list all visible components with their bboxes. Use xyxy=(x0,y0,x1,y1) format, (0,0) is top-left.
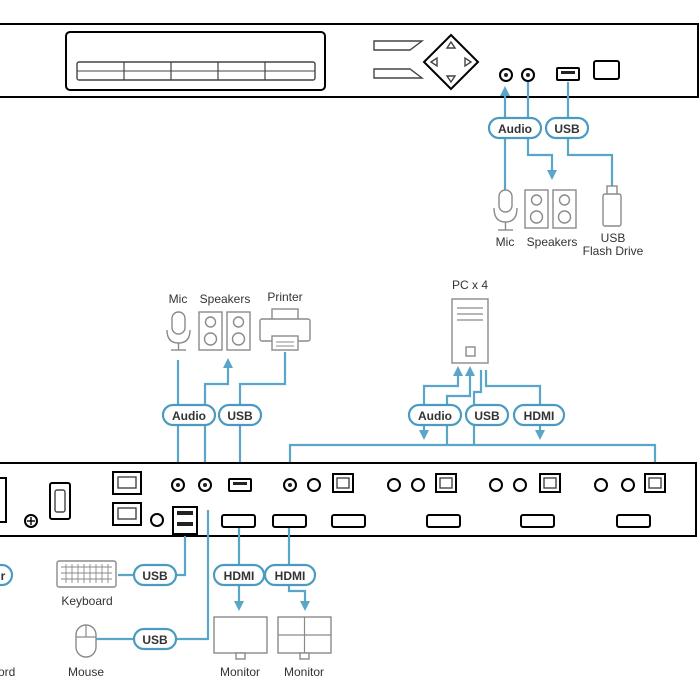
pc-usb-pill: USB xyxy=(464,403,510,427)
usb-flash-label-line2: Flash Drive xyxy=(583,244,644,258)
front-audio-jack-hole xyxy=(526,73,530,77)
rj45-port xyxy=(112,471,142,495)
pc-hdmi-pill: HDMI xyxy=(512,403,566,427)
pc-hdmi-arrow xyxy=(535,430,545,440)
keyboard-usb-label: USB xyxy=(142,569,168,583)
console-usb-stack xyxy=(172,506,198,535)
monitor-1-icon xyxy=(213,616,268,660)
lcd-button-row xyxy=(76,61,316,81)
pc-audio-label: Audio xyxy=(418,409,452,423)
kvm-rear-panel xyxy=(0,462,697,537)
pc4-hdmi-port xyxy=(616,514,651,528)
top-usb-pill: USB xyxy=(544,116,590,140)
console-port-jack xyxy=(150,513,164,527)
nav-up-arrow-icon xyxy=(445,40,457,49)
top-speakers-label: Speakers xyxy=(527,235,578,249)
pc-audio-arrow xyxy=(419,430,429,440)
pc3-audio-jack xyxy=(513,478,527,492)
power-switch-rocker xyxy=(54,489,66,513)
front-audio-jack-hole xyxy=(504,73,508,77)
printer-icon xyxy=(259,308,311,351)
mouse-usb-pill: USB xyxy=(132,627,178,651)
pc1-audio-jack xyxy=(307,478,321,492)
pc-tower-icon xyxy=(451,298,489,364)
console-speakers-icon xyxy=(198,311,251,351)
keyboard-label: Keyboard xyxy=(61,594,112,608)
console-audio-label: Audio xyxy=(172,409,206,423)
rj45-port xyxy=(112,502,142,526)
console-hdmi-port xyxy=(272,514,307,528)
console-speakers-arrow xyxy=(223,358,233,368)
pc-usb-up-arrow xyxy=(465,366,475,376)
power-inlet-edge xyxy=(0,477,7,523)
pc4-audio-jack xyxy=(621,478,635,492)
mic-arrow xyxy=(500,86,510,96)
top-speakers-icon xyxy=(524,189,577,229)
front-indicator-window xyxy=(593,60,620,80)
pc-count-label: PC x 4 xyxy=(452,278,488,292)
monitor2-hdmi-pill: HDMI xyxy=(263,563,317,587)
usb-flash-label-line1: USB xyxy=(601,231,626,245)
monitor1-arrow xyxy=(234,601,244,611)
monitor1-hdmi-label: HDMI xyxy=(224,569,255,583)
navigation-pad-body xyxy=(422,33,480,91)
console-usb-pill: USB xyxy=(217,403,263,427)
pc2-audio-jack xyxy=(387,478,401,492)
top-unit xyxy=(0,23,699,98)
lcd-panel xyxy=(65,31,326,91)
pc-distribution-bus xyxy=(288,443,657,476)
cut-left-pill: r xyxy=(0,563,14,587)
console-hdmi-port xyxy=(221,514,256,528)
usb-flash-drive-icon xyxy=(602,185,622,227)
nav-right-arrow-icon xyxy=(464,56,473,68)
monitor-2-icon xyxy=(277,616,332,660)
console-speakers-label: Speakers xyxy=(200,292,251,306)
keyboard-usb-pill: USB xyxy=(132,563,178,587)
console-audio-pill: Audio xyxy=(161,403,217,427)
pc3-audio-jack xyxy=(489,478,503,492)
pc1-hdmi-port xyxy=(331,514,366,528)
mouse-usb-cable xyxy=(175,510,210,641)
front-slot-upper xyxy=(373,40,425,51)
pc-hdmi-label: HDMI xyxy=(524,409,555,423)
console-mic-label: Mic xyxy=(169,292,188,306)
printer-label: Printer xyxy=(267,290,302,304)
nav-down-arrow-icon xyxy=(445,75,457,84)
monitor2-arrow xyxy=(300,601,310,611)
pc-audio-up-arrow xyxy=(453,366,463,376)
front-slot-lower xyxy=(373,68,425,79)
cut-left-pill-text: r xyxy=(1,569,6,583)
pc3-hdmi-port xyxy=(520,514,555,528)
navigation-pad-icon xyxy=(422,33,480,91)
monitor1-hdmi-pill: HDMI xyxy=(212,563,266,587)
speakers-arrow xyxy=(547,170,557,180)
mouse-icon xyxy=(75,624,97,658)
cut-left-label: ord xyxy=(0,665,15,679)
top-usb-label: USB xyxy=(554,122,580,136)
top-audio-pill: Audio xyxy=(487,116,543,140)
monitor-2-label: Monitor xyxy=(284,665,324,679)
nav-left-arrow-icon xyxy=(429,56,438,68)
top-mic-icon xyxy=(493,189,518,231)
keyboard-icon xyxy=(56,560,117,588)
monitor-1-label: Monitor xyxy=(220,665,260,679)
pc-audio-pill: Audio xyxy=(407,403,463,427)
console-usb-label: USB xyxy=(227,409,253,423)
pc-usb-label: USB xyxy=(474,409,500,423)
pc4-audio-jack xyxy=(594,478,608,492)
mouse-usb-label: USB xyxy=(142,633,168,647)
front-usb-port-tongue xyxy=(561,71,575,74)
printer-cable xyxy=(238,352,287,480)
pc2-audio-jack xyxy=(411,478,425,492)
pc2-hdmi-port xyxy=(426,514,461,528)
monitor2-hdmi-label: HDMI xyxy=(275,569,306,583)
top-mic-label: Mic xyxy=(496,235,515,249)
console-peripheral-cables xyxy=(173,352,287,480)
console-mic-icon xyxy=(166,311,191,351)
top-audio-label: Audio xyxy=(498,122,532,136)
monitor2-hdmi-cable xyxy=(287,528,307,603)
mouse-label: Mouse xyxy=(68,665,104,679)
